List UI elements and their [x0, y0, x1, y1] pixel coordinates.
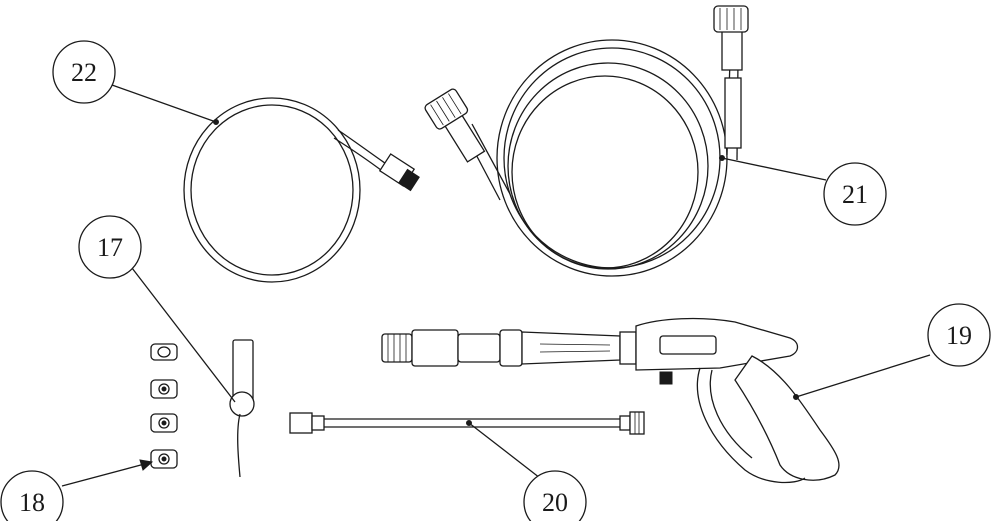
callout-17: 17	[78, 215, 142, 279]
callout-18: 18	[0, 470, 64, 521]
callout-20: 20	[523, 470, 587, 521]
nozzle-tip-2	[150, 379, 178, 399]
callout-20-label: 20	[542, 488, 568, 517]
callout-19: 19	[927, 303, 991, 367]
nozzle-tip-4	[150, 449, 178, 469]
callout-21-label: 21	[842, 180, 868, 209]
hose-top-nut	[713, 5, 749, 71]
part-17-tip-holder	[229, 339, 255, 478]
part-19-spray-gun	[381, 317, 840, 484]
callout-21: 21	[823, 162, 887, 226]
leader-19	[795, 354, 931, 398]
callout-19-label: 19	[946, 321, 972, 350]
leader-21	[721, 157, 827, 181]
leader-18	[61, 461, 153, 487]
callout-17-label: 17	[97, 233, 123, 262]
hose-adapter-fitting	[378, 153, 420, 192]
leader-lines	[61, 84, 931, 487]
hose-left-nut	[424, 88, 486, 163]
part-21-pressure-hose	[424, 5, 749, 277]
leader-22	[111, 84, 217, 123]
callout-22: 22	[52, 40, 116, 104]
part-20-wand	[289, 411, 645, 435]
part-22-hose-coil	[183, 97, 420, 283]
callout-22-label: 22	[71, 58, 97, 87]
leader-17	[131, 267, 236, 403]
callout-18-label: 18	[19, 488, 45, 517]
nozzle-tip-1	[150, 343, 178, 361]
nozzle-tip-3	[150, 413, 178, 433]
leader-20	[468, 422, 541, 479]
part-18-nozzle-tips	[150, 343, 178, 469]
